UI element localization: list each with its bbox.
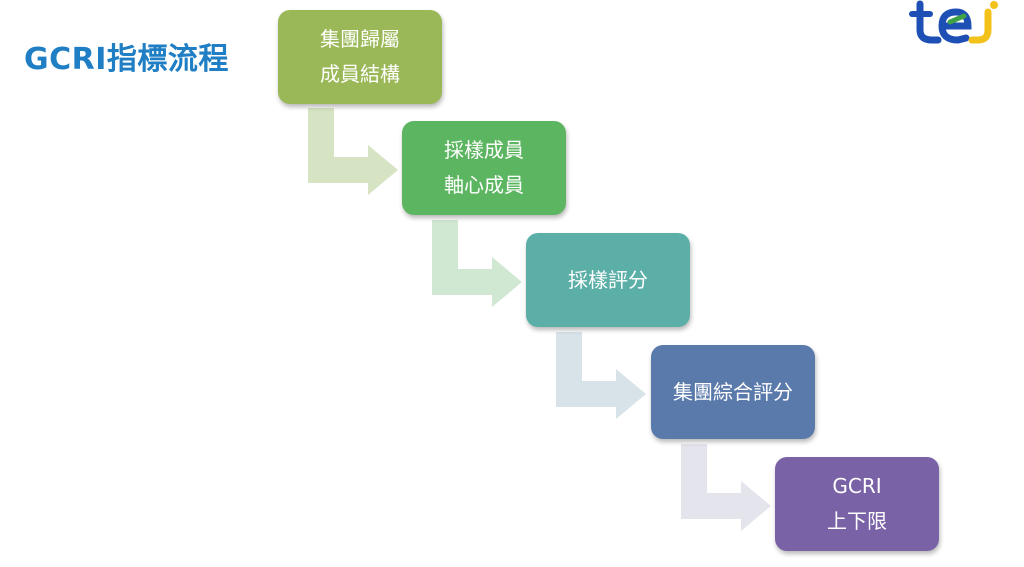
step-2-line-2: 軸心成員 [444, 173, 524, 197]
step-1-line-2: 成員結構 [320, 62, 400, 86]
step-4-line-1: 集團綜合評分 [673, 379, 793, 404]
step-1-line-1: 集團歸屬 [320, 27, 400, 51]
step-3-line-1: 採樣評分 [568, 267, 648, 292]
connector-arrow-4 [681, 444, 771, 531]
step-5-line-1: GCRI [832, 474, 882, 498]
connector-arrow-1 [308, 108, 398, 195]
slide-title: GCRI指標流程 [24, 42, 229, 77]
step-sample-core-members: 採樣成員 軸心成員 [402, 121, 566, 215]
step-2-line-1: 採樣成員 [444, 138, 524, 162]
step-group-membership-structure: 集團歸屬 成員結構 [278, 10, 442, 104]
step-gcri-bounds: GCRI 上下限 [775, 457, 939, 551]
connector-arrow-2 [432, 220, 522, 307]
step-group-composite-score: 集團綜合評分 [651, 345, 815, 439]
step-5-line-2: 上下限 [827, 509, 887, 533]
step-sample-scoring: 採樣評分 [526, 233, 690, 327]
connector-arrow-3 [556, 332, 646, 419]
tej-logo-icon [909, 0, 998, 44]
